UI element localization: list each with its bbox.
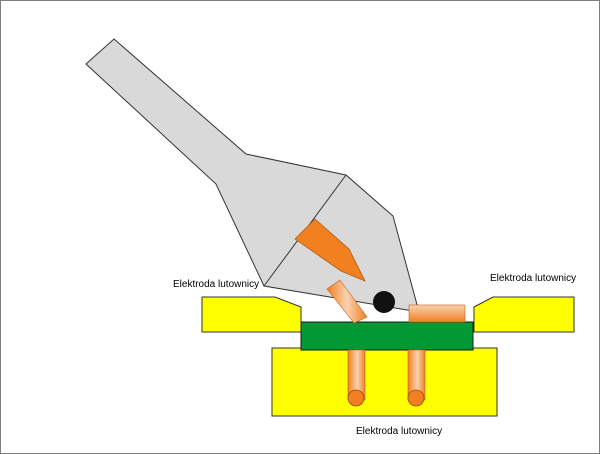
right-electrode-block [473, 296, 575, 333]
bottom-electrode-block [271, 347, 498, 417]
label-right-electrode: Elektroda lutownicy [490, 273, 577, 284]
iron-heating-tip [294, 218, 366, 282]
pin-right-end [407, 389, 425, 407]
left-electrode-block [201, 296, 302, 333]
lead-right-horizontal [408, 304, 466, 323]
pin-left-end [347, 389, 365, 407]
iron-handle [85, 38, 420, 313]
lead-left-diagonal [326, 279, 368, 324]
label-left-electrode: Elektroda lutownicy [173, 279, 260, 290]
solder-ball [373, 291, 395, 313]
label-bottom-electrode: Elektroda lutownicy [356, 426, 443, 437]
pcb-board [300, 321, 474, 351]
